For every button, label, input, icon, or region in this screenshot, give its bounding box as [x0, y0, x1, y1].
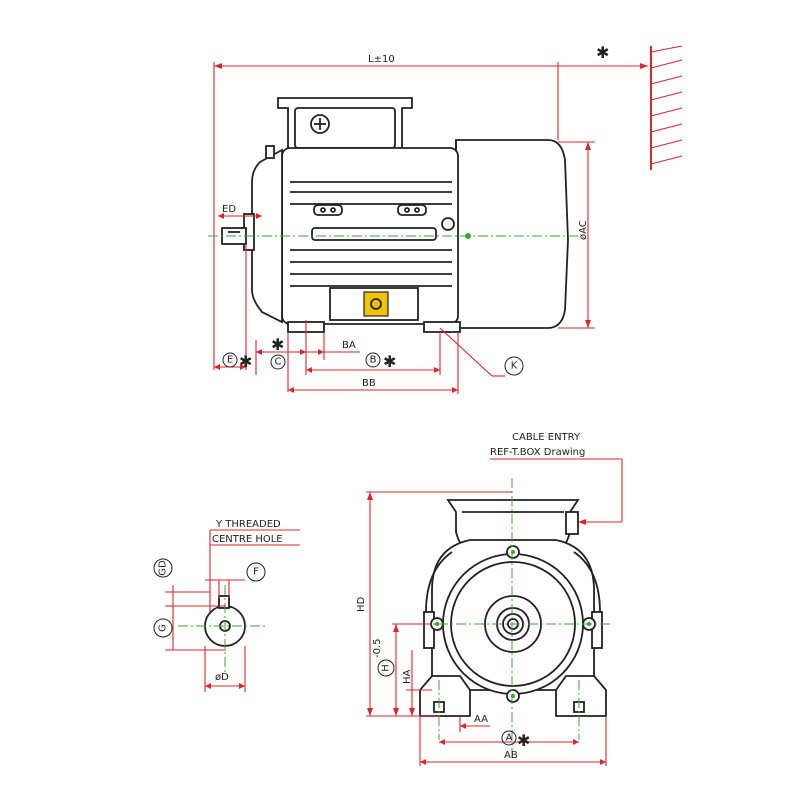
- h-circle: [377, 659, 395, 677]
- shaft-end-view: Y THREADED CENTRE HOLE GD F G: [153, 519, 300, 692]
- y-threaded-label: Y THREADED: [215, 519, 281, 530]
- shaft-key: [218, 595, 230, 609]
- ref-tbox-label: REF-T.BOX Drawing: [490, 447, 585, 458]
- k-circle: [504, 356, 524, 376]
- a-circle: [501, 730, 517, 746]
- a-star: ✱: [517, 731, 530, 750]
- ac-label: øAC: [578, 220, 589, 240]
- ab-label: AB: [504, 750, 518, 761]
- cable-entry-label: CABLE ENTRY: [512, 432, 581, 443]
- b-circle: [365, 352, 381, 368]
- bb-label: BB: [362, 378, 376, 389]
- gd-circle: [153, 558, 173, 578]
- c-label: C: [275, 357, 282, 368]
- e-circle: [222, 352, 238, 368]
- centre-hole-label: CENTRE HOLE: [212, 534, 283, 545]
- d-label: øD: [215, 672, 229, 683]
- a-label: A: [506, 733, 513, 744]
- side-view: L±10 ✱: [208, 43, 683, 394]
- b-label: B: [370, 355, 377, 366]
- terminal-box-side: [277, 97, 413, 151]
- h-tolerance-label: -0.5: [372, 638, 383, 658]
- earth-symbol-icon: [363, 291, 389, 317]
- c-star: ✱: [271, 335, 284, 354]
- hd-label: HD: [356, 596, 367, 612]
- fan-cowl: [455, 139, 569, 329]
- foot-front-right: [555, 675, 607, 717]
- h-label: H: [381, 664, 392, 672]
- k-label: K: [511, 361, 518, 372]
- gd-label: GD: [158, 560, 169, 576]
- f-label: F: [253, 567, 259, 578]
- ba-label: BA: [342, 340, 356, 351]
- ed-label: ED: [222, 204, 236, 215]
- ha-label: HA: [402, 669, 413, 684]
- e-label: E: [227, 355, 233, 366]
- c-circle: [270, 354, 286, 370]
- front-view: CABLE ENTRY REF-T.BOX Drawing: [356, 432, 623, 766]
- aa-label: AA: [474, 714, 488, 725]
- e-star: ✱: [239, 352, 252, 371]
- length-label: L±10: [368, 54, 395, 65]
- g-circle: [153, 618, 173, 638]
- g-label: G: [158, 624, 169, 632]
- length-star: ✱: [596, 43, 609, 62]
- b-star: ✱: [383, 352, 396, 371]
- foot-right: [423, 321, 461, 333]
- foot-front-left: [419, 675, 471, 717]
- f-circle: [246, 562, 266, 582]
- wall-hatch: [650, 45, 683, 170]
- nameplate: [329, 287, 419, 321]
- cable-gland-icon: [310, 114, 330, 134]
